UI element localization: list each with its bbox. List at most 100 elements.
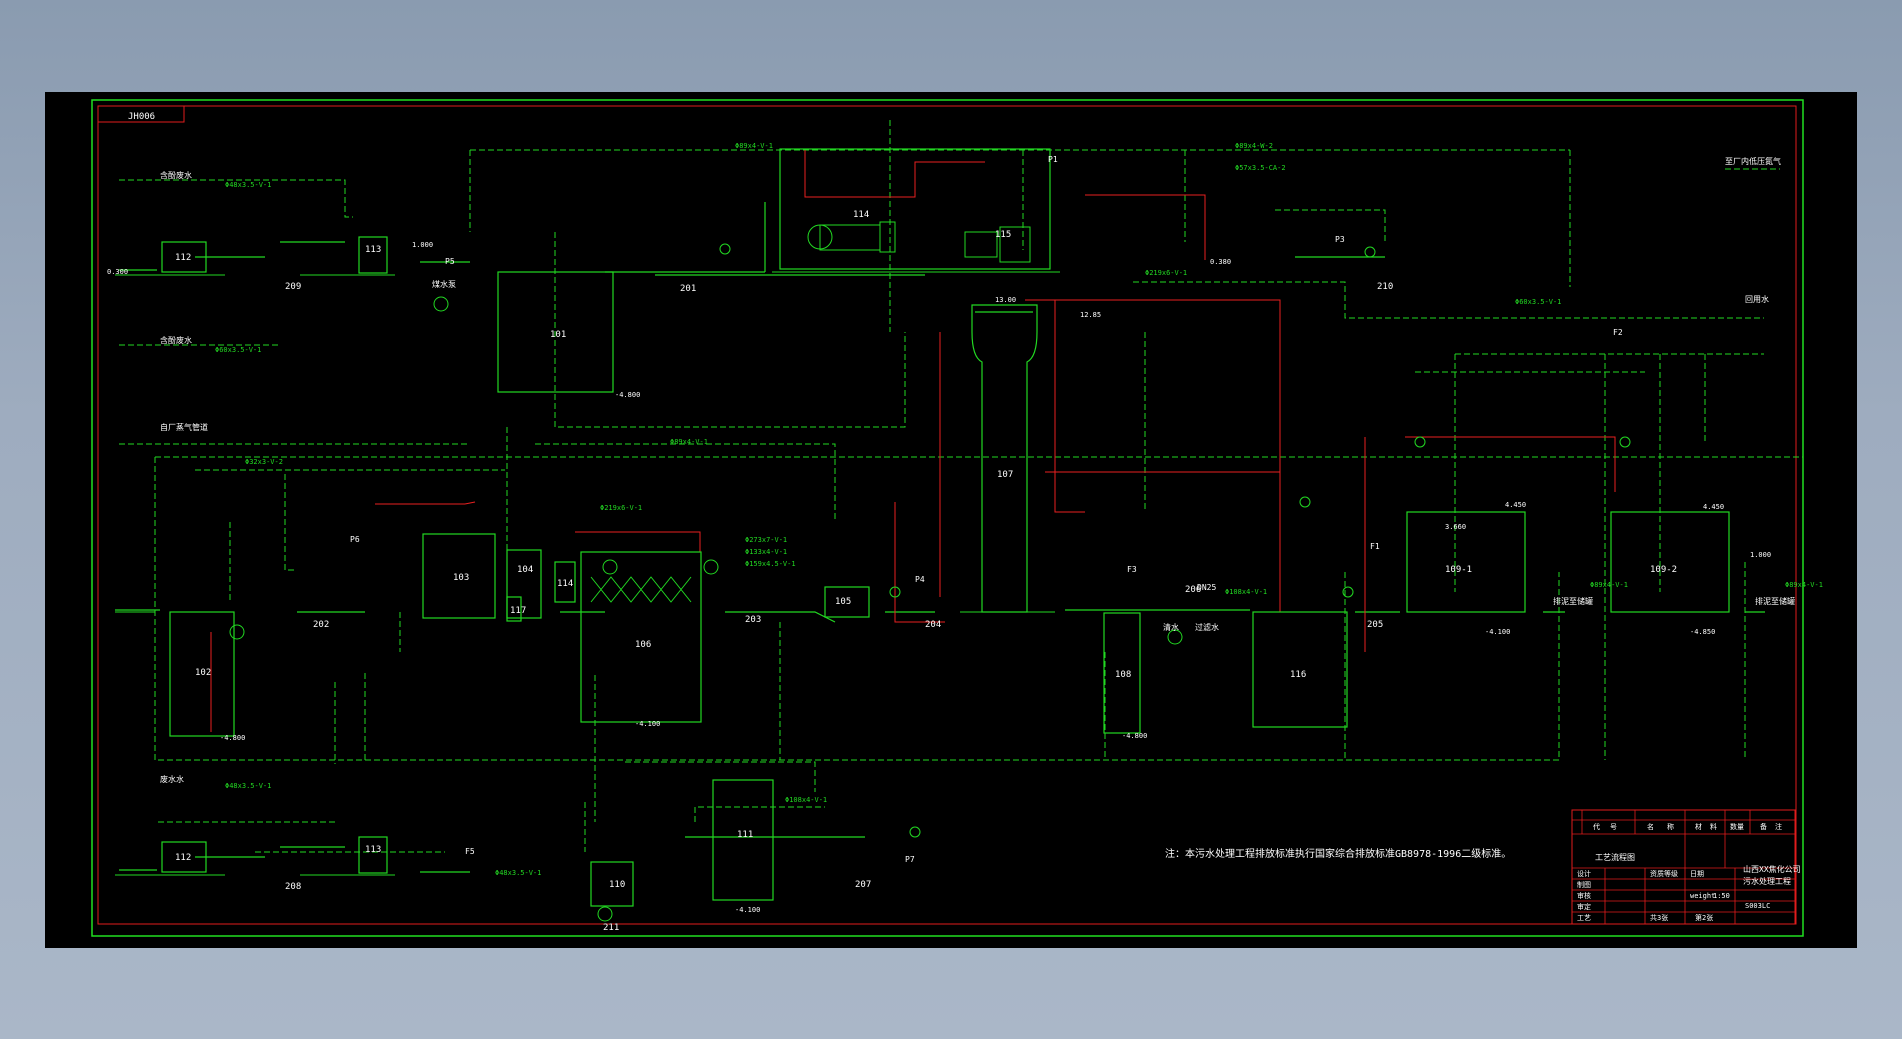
- tb-header: 代: [1593, 822, 1600, 831]
- label-108: 108: [1115, 670, 1131, 680]
- label-113-top: 113: [365, 245, 381, 255]
- gauge-icon: [1414, 436, 1426, 448]
- ground-lines: [115, 271, 1060, 876]
- pipe-spec: Φ48x3.5-V-1: [495, 869, 541, 877]
- instrument-tag: DN25: [1197, 583, 1216, 592]
- tb-header: 称: [1667, 822, 1674, 831]
- tb-scale: 1:50: [1713, 892, 1730, 900]
- tank-103: [422, 533, 496, 619]
- elevation: -4.800: [615, 391, 640, 399]
- tank-111: [712, 779, 774, 901]
- label-p210: 210: [1377, 282, 1393, 292]
- label-109-1: 109-1: [1445, 565, 1472, 575]
- label-114-press: 114: [853, 210, 869, 220]
- pipe-spec: Φ89x4-W-2: [1235, 142, 1273, 150]
- tank-105: [824, 586, 870, 618]
- elevation: 12.85: [1080, 311, 1101, 319]
- tanks: [161, 148, 1730, 907]
- gauge-icon: [909, 826, 921, 838]
- label-105: 105: [835, 597, 851, 607]
- tb-company: 山西XX焦化公司: [1743, 864, 1801, 874]
- pipe-spec: Φ57x3.5-CA-2: [1235, 164, 1286, 172]
- elevation: 1.000: [412, 241, 433, 249]
- pipe-network: [119, 120, 1803, 853]
- instrument-tag: F3: [1127, 565, 1137, 574]
- instrument-labels: P1 F2 P3 P4 P5 P6 P7 F1 F3 F5 DN25: [350, 155, 1623, 864]
- label-p205: 205: [1367, 620, 1383, 630]
- label-p203: 203: [745, 615, 761, 625]
- elevation: -4.100: [635, 720, 660, 728]
- tank-110: [590, 861, 634, 907]
- pipe-spec: Φ89x4-V-1: [1590, 581, 1628, 589]
- tank-117: [506, 596, 522, 622]
- tank-104: [506, 549, 542, 619]
- instrument-tag: P5: [445, 257, 455, 266]
- return-water-label: 回用水: [1745, 294, 1769, 304]
- pipe-spec: Φ133x4-V-1: [745, 548, 787, 556]
- pipe-spec: Φ48x3.5-V-1: [225, 181, 271, 189]
- label-117: 117: [510, 606, 526, 616]
- tank-114: [554, 561, 576, 603]
- coal-water-label: 煤水泵: [432, 279, 456, 289]
- title-block: 代 号 名 称 材 料 数量 备 注 设计 制图 审核 审定 工艺 资质等级 日…: [1571, 809, 1801, 925]
- process-lines: [115, 202, 1765, 873]
- elevation-labels: 0.300 -4.800 1.000 3.660 13.00 12.85 -4.…: [107, 241, 1771, 914]
- elevation: -4.800: [220, 734, 245, 742]
- pipe-spec: Φ48x3.5-V-1: [225, 782, 271, 790]
- drawing-no-box: [97, 105, 185, 123]
- label-p202: 202: [313, 620, 329, 630]
- pipe-spec-labels: Φ48x3.5-V-1 Φ60x3.5-V-1 Φ89x4-V-1 Φ89x4-…: [215, 142, 1823, 877]
- label-114: 114: [557, 579, 573, 589]
- drawing-no: JH006: [128, 112, 155, 122]
- label-104: 104: [517, 565, 533, 575]
- pipe-spec: Φ273x7-V-1: [745, 536, 787, 544]
- tank-109-1: [1406, 511, 1526, 613]
- gauge-icon: [1364, 246, 1376, 258]
- elevation: 1.000: [1750, 551, 1771, 559]
- pipe-spec: Φ89x4-V-1: [1785, 581, 1823, 589]
- tb-header: 料: [1710, 822, 1717, 831]
- tb-row: 制图: [1577, 880, 1591, 889]
- to-plant-label: 至厂内低压氮气: [1725, 156, 1781, 166]
- tank-101: [497, 271, 614, 393]
- tank-112-bottom: [161, 841, 207, 873]
- red-lines: [210, 150, 1616, 732]
- filter-press-frame: [779, 148, 1051, 270]
- gauge-icon: [1299, 496, 1311, 508]
- outer-frame: [91, 99, 1804, 937]
- tb-project: 污水处理工程: [1743, 876, 1791, 886]
- pump-icon: [1167, 629, 1183, 645]
- elevation: 4.450: [1505, 501, 1526, 509]
- tank-112-top: [161, 241, 207, 273]
- gauge-icon: [1619, 436, 1631, 448]
- filtered-water-label: 过滤水: [1195, 622, 1219, 632]
- gauge-icon: [889, 586, 901, 598]
- filter-press: [807, 221, 1031, 263]
- drawing-sheet: JH006: [45, 92, 1857, 948]
- tb-col: 资质等级: [1650, 869, 1678, 878]
- process-flow-diagram: JH006: [91, 99, 1823, 937]
- instrument-tag: F1: [1370, 542, 1380, 551]
- tb-header: 材: [1695, 822, 1702, 831]
- tank-106: [580, 551, 702, 723]
- pumps: [229, 243, 1631, 922]
- label-p201: 201: [680, 284, 696, 294]
- label-110: 110: [609, 880, 625, 890]
- pump-icon: [433, 296, 449, 312]
- sludge-out2-label: 排泥至储罐: [1755, 596, 1795, 606]
- gas-pipe-label: 自厂蒸气管道: [160, 422, 208, 432]
- tb-header: 数量: [1730, 822, 1744, 831]
- inner-frame: [97, 105, 1797, 925]
- tank-102: [169, 611, 235, 737]
- sludge-out-label: 排泥至储罐: [1553, 596, 1593, 606]
- elevation: 0.380: [1210, 258, 1231, 266]
- elevation: 3.660: [1445, 523, 1466, 531]
- instrument-tag: P7: [905, 855, 915, 864]
- tb-drawing-title: 工艺流程图: [1595, 852, 1635, 862]
- tank-109-2: [1610, 511, 1730, 613]
- tb-sheet-no: 第2张: [1695, 913, 1713, 922]
- label-106: 106: [635, 640, 651, 650]
- tb-row: 设计: [1577, 869, 1591, 878]
- instrument-tag: P4: [915, 575, 925, 584]
- tank-107-tower: [971, 304, 1038, 613]
